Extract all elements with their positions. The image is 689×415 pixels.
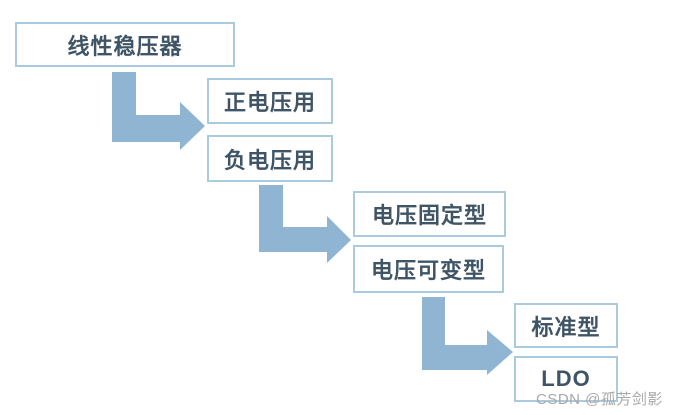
- node-positive-voltage: 正电压用: [207, 78, 333, 124]
- node-ldo-label: LDO: [541, 366, 591, 391]
- node-standard-type-label: 标准型: [531, 314, 601, 340]
- node-negative-voltage-label: 负电压用: [223, 147, 316, 173]
- node-positive-voltage-label: 正电压用: [223, 90, 316, 115]
- node-variable-voltage-type-label: 电压可变型: [370, 258, 486, 283]
- node-linear-regulator-label: 线性稳压器: [67, 33, 183, 59]
- node-fixed-voltage-type-label: 电压固定型: [371, 203, 487, 228]
- node-negative-voltage: 负电压用: [207, 135, 333, 182]
- node-fixed-voltage-type: 电压固定型: [353, 191, 506, 237]
- node-variable-voltage-type: 电压可变型: [353, 245, 504, 293]
- elbow-arrow-root-to-level1: [112, 72, 205, 150]
- elbow-arrow-level2-to-level3: [422, 297, 513, 375]
- csdn-watermark: CSDN @孤芳剑影: [536, 391, 663, 408]
- node-ldo: LDO: [514, 356, 618, 402]
- node-linear-regulator: 线性稳压器: [15, 22, 235, 67]
- elbow-arrow-level1-to-level2: [259, 185, 351, 263]
- node-standard-type: 标准型: [514, 303, 618, 348]
